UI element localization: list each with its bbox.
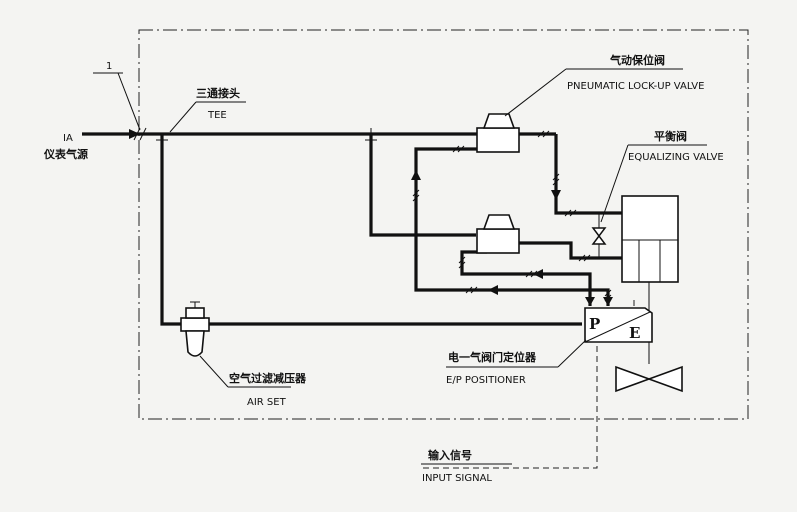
lower-valve-bottom-loop <box>460 250 592 306</box>
equalizing-en-label: EQUALIZING VALVE <box>628 152 724 163</box>
lower-lock-up-valve <box>476 214 520 254</box>
input-signal-en-label: INPUT SIGNAL <box>422 473 492 484</box>
air-set-filter <box>180 301 210 357</box>
enclosure-boundary <box>138 29 749 420</box>
tee-fitting-icon <box>365 128 377 146</box>
lock-valve-zh-label: 气动保位阀 <box>609 53 665 67</box>
lower-valve-to-actuator <box>518 241 622 260</box>
upper-valve-to-actuator <box>554 134 622 215</box>
ia-code-label: IA <box>63 133 73 144</box>
ep-positioner <box>584 307 653 343</box>
positioner-en-label: E/P POSITIONER <box>446 375 526 386</box>
item-number-label: 1 <box>106 61 112 72</box>
flow-arrow-icon <box>551 190 561 200</box>
air-set-zh-label: 空气过滤减压器 <box>229 371 307 385</box>
flow-arrow-icon <box>603 297 613 306</box>
equalizing-zh-label: 平衡阀 <box>654 129 687 143</box>
tee-en-label: TEE <box>207 110 227 121</box>
lock-valve-en-label: PNEUMATIC LOCK-UP VALVE <box>567 81 704 92</box>
positioner-p-label: P <box>589 315 600 333</box>
tee-branch-pipe <box>160 134 183 326</box>
flow-arrow-icon <box>411 170 421 180</box>
pipe-slash-marks <box>133 127 612 302</box>
equalizing-valve-icon <box>591 227 607 245</box>
upper-lock-up-valve <box>476 113 520 153</box>
ia-zh-label: 仪表气源 <box>43 147 88 161</box>
air-set-en-label: AIR SET <box>247 397 287 408</box>
flow-arrow-icon <box>533 269 543 279</box>
flow-arrow-icon <box>488 285 498 295</box>
leader-lines <box>93 68 707 465</box>
supply-arrow-icon <box>129 129 140 139</box>
control-valve-icon <box>615 365 683 393</box>
input-signal-line <box>420 346 598 469</box>
branch-to-lower-valve <box>369 134 476 237</box>
upper-valve-signal-loop <box>414 147 610 306</box>
positioner-e-label: E <box>629 324 640 342</box>
flow-arrow-icon <box>585 297 595 306</box>
positioner-zh-label: 电一气阀门定位器 <box>448 350 537 364</box>
actuator-cylinder <box>621 195 679 283</box>
tee-fitting-icon <box>156 134 168 146</box>
input-signal-zh-label: 输入信号 <box>428 448 472 462</box>
tee-zh-label: 三通接头 <box>196 86 240 100</box>
